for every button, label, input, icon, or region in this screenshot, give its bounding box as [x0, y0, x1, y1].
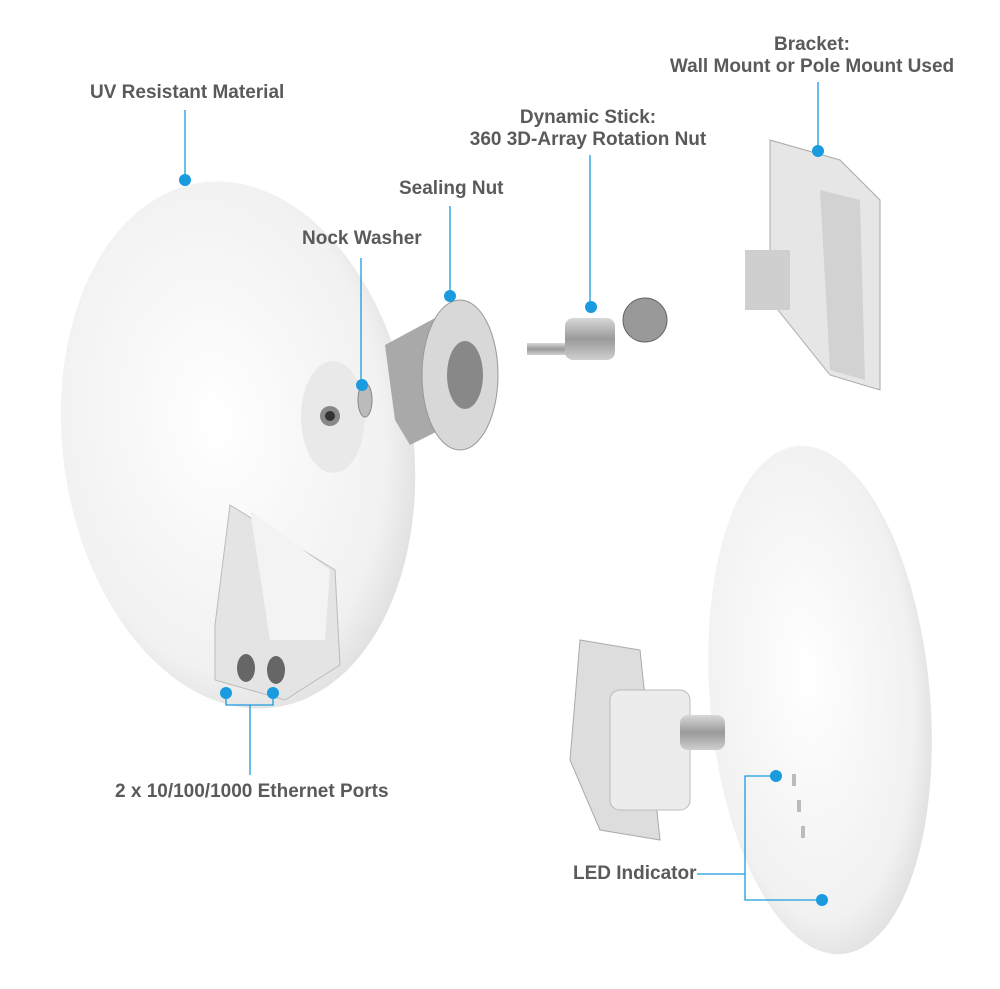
label-sealing-nut: Sealing Nut	[399, 178, 504, 199]
bracket	[745, 139, 881, 391]
label-dynamic-stick: Dynamic Stick: 360 3D-Array Rotation Nut	[470, 107, 707, 151]
callout-dots	[179, 145, 828, 906]
dynamic-stick	[527, 297, 668, 360]
antenna-disc-back	[60, 181, 416, 709]
label-bracket-sub: Wall Mount or Pole Mount Used	[669, 56, 955, 77]
sealing-nut	[385, 299, 499, 451]
label-uv-resistant-material: UV Resistant Material	[90, 82, 285, 103]
label-bracket: Bracket: Wall Mount or Pole Mount Used	[670, 34, 954, 78]
label-bracket-title: Bracket:	[773, 34, 851, 55]
label-nock-washer: Nock Washer	[302, 228, 422, 249]
label-dynamic-stick-title: Dynamic Stick:	[519, 107, 657, 128]
label-dynamic-stick-sub: 360 3D-Array Rotation Nut	[469, 129, 707, 150]
label-ethernet-ports: 2 x 10/100/1000 Ethernet Ports	[115, 781, 389, 802]
label-led-indicator: LED Indicator	[573, 863, 697, 884]
assembled-unit	[569, 445, 932, 955]
